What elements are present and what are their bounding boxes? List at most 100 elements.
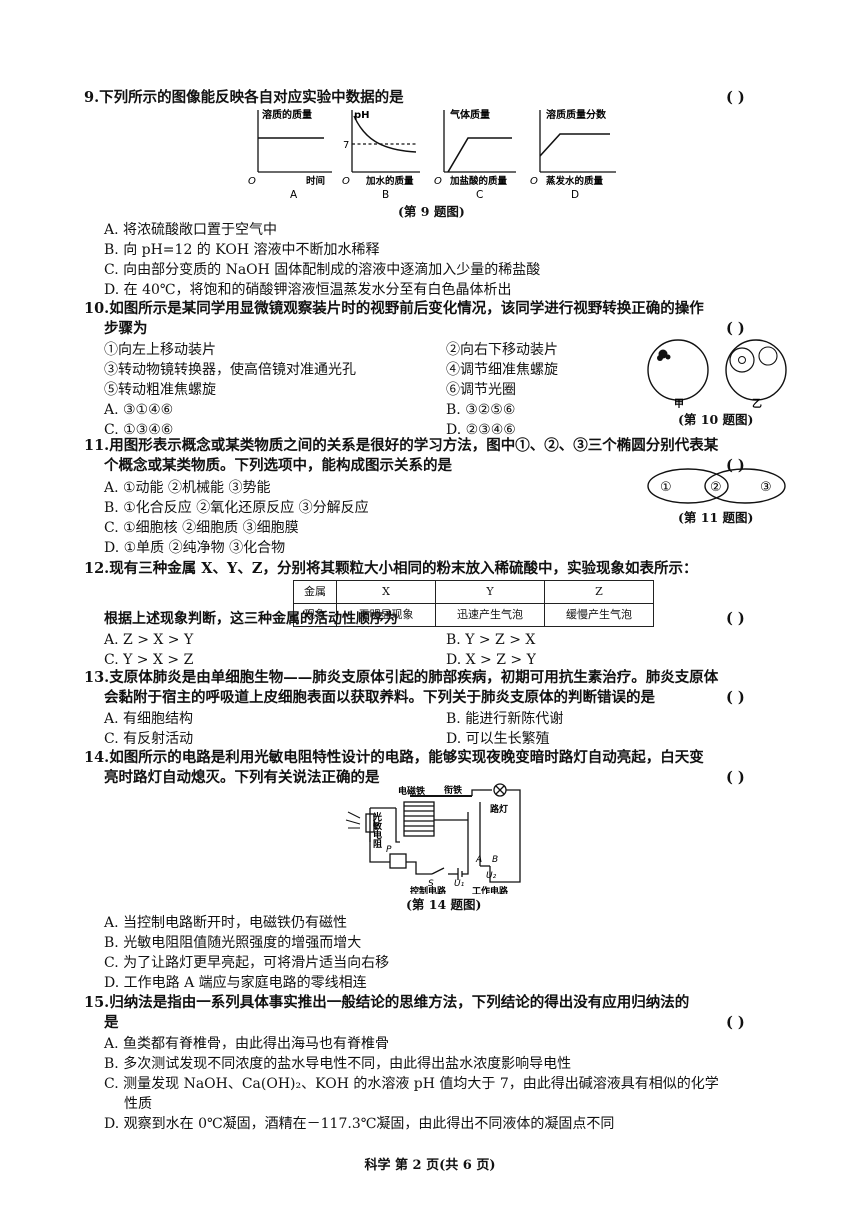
q10-label-yi: 乙 [752,398,762,408]
q14-label-lamp: 路灯 [490,803,508,815]
q11-caption: (第 11 题图) [678,510,754,525]
q13-option-c: C. 有反射活动 [104,731,194,747]
q14-stem-line2: 亮时路灯自动熄灭。下列有关说法正确的是 [104,769,380,786]
q14-option-d: D. 工作电路 A 端应与家庭电路的零线相连 [104,975,367,991]
q9-b-ylabel: pH [354,110,370,121]
q13-answer-paren: ( ) [726,689,745,706]
q9-c-origin: O [434,176,442,187]
q12-option-d: D. X > Z > Y [446,652,536,668]
q10-option-a: A. ③①④⑥ [104,402,174,418]
q10-caption: (第 10 题图) [678,412,754,427]
q11-stem-line2: 个概念或某类物质。下列选项中，能构成图示关系的是 [104,457,452,474]
q12-option-a: A. Z > X > Y [104,632,194,648]
q11-ellipse-diagram: ① ② ③ [647,468,786,504]
q10-microscope-views: 甲 乙 [647,339,787,408]
page-footer: 科学 第 2 页(共 6 页) [364,1158,496,1173]
q10-option-b: B. ③②⑤⑥ [446,402,516,418]
q11-option-b: B. ①化合反应 ②氧化还原反应 ③分解反应 [104,500,369,516]
q11-circle-2: ② [710,480,722,495]
q9-option-d: D. 在 40℃，将饱和的硝酸钾溶液恒温蒸发水分至有白色晶体析出 [104,282,512,298]
q14-label-photoresistor: 光敏电阻 [371,811,383,849]
q14-label-a: A [475,855,482,865]
q10-step-5: ⑤转动粗准焦螺旋 [104,382,216,398]
q13-option-b: B. 能进行新陈代谢 [446,711,564,727]
q9-a-letter: A [290,189,298,200]
q12-th-y: Y [435,580,545,604]
q11-option-a: A. ①动能 ②机械能 ③势能 [104,480,271,496]
q10-step-2: ②向右下移动装片 [446,342,558,358]
q15-option-a: A. 鱼类都有脊椎骨，由此得出海马也有脊椎骨 [104,1036,390,1052]
q13-stem-line1: 13.支原体肺炎是由单细胞生物——肺炎支原体引起的肺部疾病，初期可用抗生素治疗。… [84,669,719,686]
q9-answer-paren: ( ) [726,89,745,106]
q11-circle-1: ① [660,480,672,495]
q13-stem-line2: 会黏附于宿主的呼吸道上皮细胞表面以获取养料。下列关于肺炎支原体的判断错误的是 [104,689,655,706]
q9-a-origin: O [248,176,256,187]
q12-option-b: B. Y > Z > X [446,632,536,648]
q12-td-z: 缓慢产生气泡 [544,603,654,627]
table-row: 金属 X Y Z [293,580,654,604]
q12-td-y: 迅速产生气泡 [435,603,545,627]
q14-label-u1: U₁ [454,879,465,889]
q10-stem-line1: 10.如图所示是某同学用显微镜观察装片时的视野前后变化情况，该同学进行视野转换正… [84,300,704,317]
q14-label-p: P [386,845,392,855]
q10-step-4: ④调节细准焦螺旋 [446,362,558,378]
q10-step-3: ③转动物镜转换器，使高倍镜对准通光孔 [104,362,356,378]
q14-label-electromagnet: 电磁铁 [398,785,425,797]
q12-stem2: 根据上述现象判断，这三种金属的活动性顺序为 [104,611,398,627]
q9-graph-d [539,110,616,173]
q10-answer-paren: ( ) [726,320,745,337]
q9-graphs: 溶质的质量 O 时间 A pH 7 O 加水的质量 B 气体质量 O 加盐酸的质… [248,108,616,200]
q9-b-origin: O [342,176,350,187]
q9-graph-b [351,110,420,173]
q12-th-metal: 金属 [293,580,337,604]
q9-b-tick: 7 [343,140,349,151]
q12-table: 金属 X Y Z 现象 无明显现象 迅速产生气泡 缓慢产生气泡 [293,580,654,627]
q14-caption: (第 14 题图) [406,897,482,912]
q11-option-d: D. ①单质 ②纯净物 ③化合物 [104,540,286,556]
q10-stem-line2: 步骤为 [104,320,148,337]
table-row: 现象 无明显现象 迅速产生气泡 缓慢产生气泡 [293,603,654,627]
q10-option-c: C. ①③④⑥ [104,422,174,438]
q9-stem: 9.下列所示的图像能反映各自对应实验中数据的是 [84,89,404,106]
q9-b-xlabel: 加水的质量 [365,175,414,187]
q9-d-letter: D [571,189,579,200]
q15-stem-line1: 15.归纳法是指由一系列具体事实推出一般结论的思维方法，下列结论的得出没有应用归… [84,994,690,1011]
q9-c-xlabel: 加盐酸的质量 [449,175,508,187]
q12-th-z: Z [544,580,654,604]
q14-label-u2: U₂ [486,871,497,881]
q9-c-letter: C [476,189,483,200]
q11-circle-3: ③ [760,480,772,495]
q12-answer-paren: ( ) [726,610,745,627]
q9-b-letter: B [382,189,389,200]
q12-th-x: X [336,580,436,604]
q15-option-d: D. 观察到水在 0℃凝固，酒精在－117.3℃凝固，由此得出不同液体的凝固点不… [104,1116,615,1132]
q9-option-b: B. 向 pH=12 的 KOH 溶液中不断加水稀释 [104,242,380,258]
q9-caption: (第 9 题图) [398,204,465,219]
q14-stem-line1: 14.如图所示的电路是利用光敏电阻特性设计的电路，能够实现夜晚变暗时路灯自动亮起… [84,749,704,766]
q9-d-ylabel: 溶质质量分数 [546,108,607,121]
q10-label-jia: 甲 [674,398,684,408]
q15-option-c-cont: 性质 [124,1096,152,1112]
q11-option-c: C. ①细胞核 ②细胞质 ③细胞膜 [104,520,299,536]
q9-d-xlabel: 蒸发水的质量 [546,175,604,187]
q14-circuit-diagram: 电磁铁 衔铁 路灯 光敏电阻 P S U₁ A B U₂ 控制电路 工作电路 [345,783,521,894]
q13-option-d: D. 可以生长繁殖 [446,731,550,747]
q9-a-ylabel: 溶质的质量 [262,108,312,121]
q12-option-c: C. Y > X > Z [104,652,194,668]
q11-stem-line1: 11.用图形表示概念或某类物质之间的关系是很好的学习方法，图中①、②、③三个椭圆… [84,437,719,454]
q10-step-6: ⑥调节光圈 [446,382,516,398]
q9-a-xlabel: 时间 [306,175,325,187]
q9-option-c: C. 向由部分变质的 NaOH 固体配制成的溶液中逐滴加入少量的稀盐酸 [104,262,541,278]
q12-stem: 12.现有三种金属 X、Y、Z，分别将其颗粒大小相同的粉末放入稀硫酸中，实验现象… [84,560,698,577]
q14-option-a: A. 当控制电路断开时，电磁铁仍有磁性 [104,915,348,931]
q15-stem-line2: 是 [104,1014,119,1031]
q9-c-ylabel: 气体质量 [449,108,490,121]
q14-option-b: B. 光敏电阻阻值随光照强度的增强而增大 [104,935,362,951]
q12-td-x: 无明显现象 [336,603,436,627]
q14-option-c: C. 为了让路灯更早亮起，可将滑片适当向右移 [104,955,390,971]
q10-step-1: ①向左上移动装片 [104,342,216,358]
q12-td-label: 现象 [293,603,337,627]
q15-option-b: B. 多次测试发现不同浓度的盐水导电性不同，由此得出盐水浓度影响导电性 [104,1056,572,1072]
q9-graph-a [257,110,332,173]
